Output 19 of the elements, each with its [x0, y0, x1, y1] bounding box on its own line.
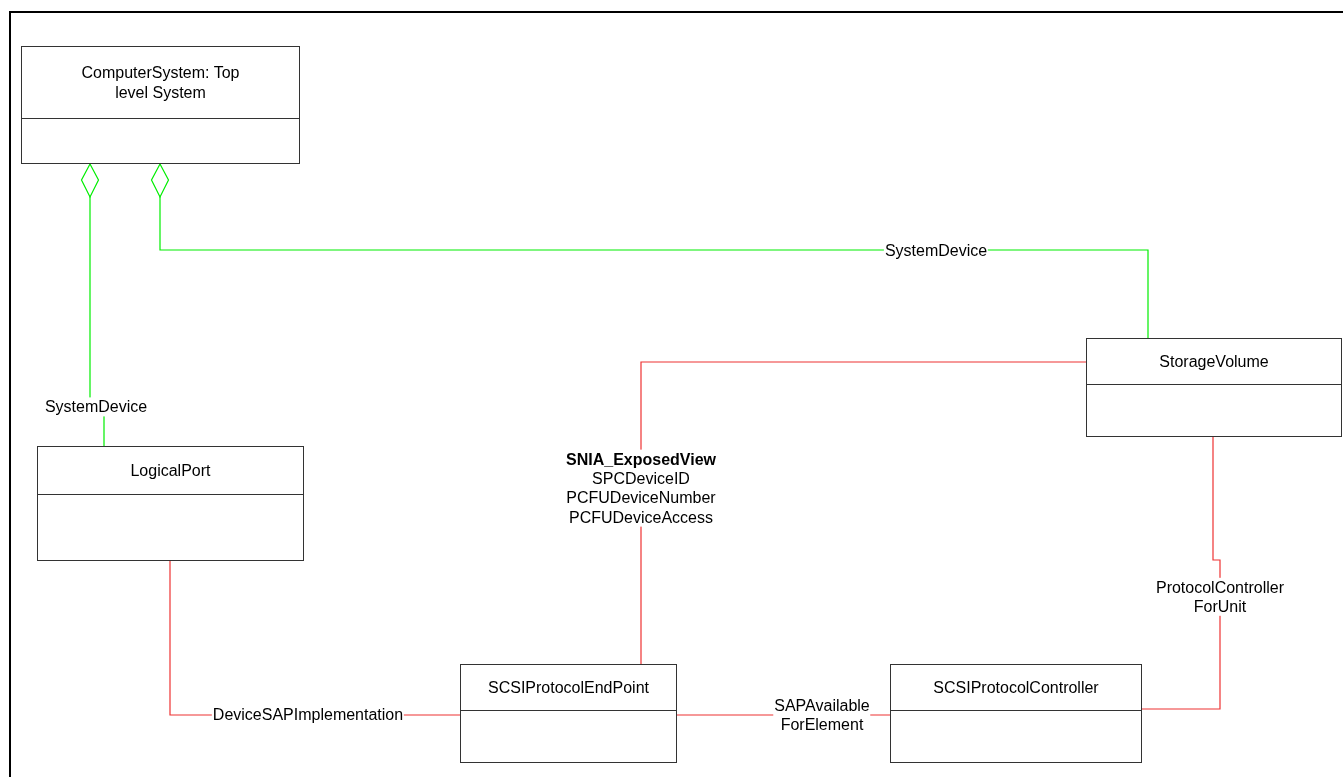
class-name: SCSIProtocolEndPoint [488, 677, 649, 698]
edge-label: SystemDevice [883, 241, 989, 261]
class-name: LogicalPort [130, 460, 211, 481]
class-box [21, 46, 300, 164]
association-line [640, 361, 1087, 665]
edge-label: SystemDevice [43, 397, 149, 417]
aggregation-line [150, 163, 1149, 339]
edge-label: ProtocolController ForUnit [1154, 577, 1286, 617]
class-box [890, 664, 1142, 763]
class-box [460, 664, 677, 763]
class-name: StorageVolume [1159, 351, 1269, 372]
edge-label: SNIA_ExposedView SPCDeviceID PCFUDeviceNumber PCFUDeviceAccess [565, 449, 717, 527]
edge-label: DeviceSAPImplementation [211, 705, 405, 725]
aggregation-line [80, 163, 105, 447]
class-box [37, 446, 304, 561]
class-name: ComputerSystem: Top level System [80, 62, 241, 103]
class-name: SCSIProtocolController [933, 677, 1099, 698]
class-box [1086, 338, 1342, 437]
association-line [1141, 436, 1221, 710]
